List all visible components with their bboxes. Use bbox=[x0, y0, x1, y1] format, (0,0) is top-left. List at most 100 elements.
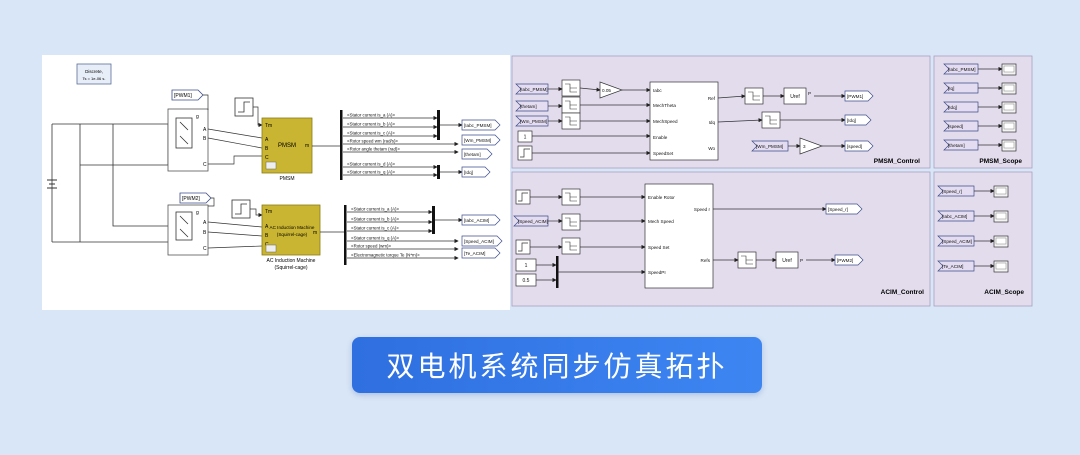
scope-0[interactable] bbox=[993, 185, 1009, 198]
goto-label: [Wm_PMSM] bbox=[464, 138, 491, 143]
scope-from-0[interactable]: [Speed_r] bbox=[937, 185, 975, 197]
goto-pwm1-out[interactable]: [PWM1] bbox=[844, 90, 874, 102]
rate-transition-3[interactable] bbox=[561, 237, 581, 255]
goto-shape bbox=[844, 114, 872, 126]
goto-pwm2[interactable]: [PWM2] bbox=[179, 192, 212, 204]
block-body bbox=[517, 145, 533, 161]
rate-transition-out[interactable] bbox=[744, 87, 764, 105]
port-1: Mech Speed bbox=[648, 219, 674, 224]
pmsm-mux-2[interactable] bbox=[437, 165, 440, 179]
rate-transition-out[interactable] bbox=[737, 251, 757, 269]
from-shape bbox=[943, 82, 979, 94]
rate-transition-2[interactable] bbox=[561, 213, 581, 231]
goto-iabc-acim[interactable]: [Iabc_ACIM] bbox=[461, 214, 501, 226]
bridge2-port-c: C bbox=[203, 246, 207, 252]
goto-pwm1[interactable]: [PWM1] bbox=[171, 89, 204, 101]
goto-idq[interactable]: [Idq] bbox=[461, 166, 491, 178]
pmsm-bus-selector[interactable] bbox=[340, 110, 343, 180]
acim-bus-selector[interactable] bbox=[344, 205, 347, 265]
goto-label: [Idq] bbox=[464, 170, 473, 175]
rate-transition-idq[interactable] bbox=[761, 111, 781, 129]
step-block[interactable] bbox=[517, 145, 533, 161]
const-ki[interactable]: 0.5 bbox=[515, 273, 537, 287]
scope-screen bbox=[1003, 141, 1015, 149]
goto-idq-out[interactable]: [Idq] bbox=[844, 114, 872, 126]
block-body bbox=[515, 189, 531, 205]
acim-block[interactable]: Tm AC Induction Machine (Squirrel-cage) … bbox=[261, 204, 321, 256]
block-body bbox=[517, 130, 533, 143]
acim-goto-group: [Iabc_ACIM] [Speed_ACIM][Te_ACIM] bbox=[435, 214, 503, 259]
from-iabc-pmsm[interactable]: [Iabc_PMSM] bbox=[515, 83, 549, 95]
wire bbox=[717, 118, 763, 123]
scope-from-2[interactable]: [Idq] bbox=[943, 101, 979, 113]
scope-from-1[interactable]: [Iabc_ACIM] bbox=[937, 210, 975, 222]
from-speed-acim[interactable]: [Speed_ACIM] bbox=[513, 215, 549, 227]
goto-wm-pmsm[interactable]: [Wm_PMSM] bbox=[461, 134, 501, 146]
pmsm-signal-3: <Rotor speed wm (rad/s)> bbox=[347, 139, 398, 144]
acim-signal-2: <Stator current is_c (A)> bbox=[351, 226, 399, 231]
inverter-bridge-2[interactable]: g A B C bbox=[167, 204, 209, 256]
uref-block[interactable]: Uref bbox=[783, 87, 807, 105]
goto-speed-out[interactable]: [speed] bbox=[844, 140, 874, 152]
scope-2[interactable] bbox=[1001, 101, 1017, 114]
pmsm-port-b: B bbox=[265, 146, 269, 152]
from-wm-pmsm[interactable]: [Wm_PMSM] bbox=[515, 115, 549, 127]
scope-1[interactable] bbox=[993, 210, 1009, 223]
from-wm-pmsm-2[interactable]: [Wm_PMSM] bbox=[751, 140, 789, 152]
p-port: P bbox=[808, 91, 811, 96]
switch-icon bbox=[565, 192, 577, 202]
pmsm-port-a: A bbox=[265, 137, 269, 143]
pmsm-mux-1[interactable] bbox=[437, 110, 440, 140]
rate-transition-3[interactable] bbox=[561, 112, 581, 130]
scope-from-3[interactable]: [Te_ACIM] bbox=[937, 260, 975, 272]
goto-pwm2-out[interactable]: [PWM2] bbox=[834, 254, 864, 266]
const-kp[interactable]: 1 bbox=[515, 258, 537, 272]
inverter-bridge-1[interactable]: g A B C bbox=[167, 108, 209, 172]
powergui-block[interactable]: Discrete, Ts = 1e-06 s. bbox=[76, 63, 112, 85]
scope-from-0[interactable]: [Iabc_PMSM] bbox=[943, 63, 979, 75]
scope-from-3[interactable]: [speed] bbox=[943, 120, 979, 132]
pmsm-controller-block[interactable]: IabcMechThetaMechSpeedEnableSpeedSetRefI… bbox=[649, 81, 719, 161]
scope-1[interactable] bbox=[1001, 82, 1017, 95]
scope-from-2[interactable]: [Speed_ACIM] bbox=[937, 235, 975, 247]
uref-block[interactable]: Uref bbox=[775, 251, 799, 269]
out-port-0: Ref bbox=[708, 96, 716, 101]
scope-3[interactable] bbox=[1001, 120, 1017, 133]
from-thetam[interactable]: [thetam] bbox=[515, 100, 549, 112]
goto-thetam[interactable]: [thetam] bbox=[461, 148, 493, 160]
scope-screen bbox=[995, 237, 1007, 245]
scope-4[interactable] bbox=[1001, 139, 1017, 152]
scope-from-4[interactable]: [thetam] bbox=[943, 139, 979, 151]
step-block-1[interactable] bbox=[234, 97, 254, 117]
pmsm-signal-5: <Stator current is_d (A)> bbox=[347, 162, 396, 167]
port-0: Enable Rotor bbox=[648, 195, 675, 200]
wire bbox=[207, 128, 263, 165]
goto-iabc-pmsm[interactable]: [Iabc_PMSM] bbox=[461, 119, 501, 131]
step-enable[interactable] bbox=[515, 189, 531, 205]
goto-speed-acim[interactable]: [Speed_ACIM] bbox=[461, 235, 503, 247]
acim-mux[interactable] bbox=[432, 206, 435, 234]
pmsm-scope-content: [Iabc_PMSM] [Iq] [Idq] [speed] [thetam] bbox=[943, 63, 1017, 152]
scope-3[interactable] bbox=[993, 260, 1009, 273]
const-block[interactable]: 1 bbox=[517, 130, 533, 143]
scope-from-1[interactable]: [Iq] bbox=[943, 82, 979, 94]
wire bbox=[253, 106, 263, 128]
goto-shape bbox=[844, 140, 874, 152]
step-block-2[interactable] bbox=[231, 199, 251, 219]
step-icon bbox=[520, 148, 530, 158]
acim-signal-1: <Stator current is_b (A)> bbox=[351, 217, 400, 222]
goto-te-acim[interactable]: [Te_ACIM] bbox=[461, 247, 501, 259]
rate-transition-1[interactable] bbox=[561, 188, 581, 206]
mux-bar[interactable] bbox=[556, 256, 559, 288]
goto-speed-r[interactable]: [Speed_r] bbox=[825, 203, 863, 215]
goto-shape bbox=[461, 166, 491, 178]
rate-transition-1[interactable] bbox=[561, 79, 581, 97]
step-speedset[interactable] bbox=[515, 239, 531, 255]
scope-0[interactable] bbox=[1001, 63, 1017, 76]
rate-transition-2[interactable] bbox=[561, 96, 581, 114]
scope-2[interactable] bbox=[993, 235, 1009, 248]
pmsm-block[interactable]: Tm PMSM m A B C bbox=[261, 117, 313, 174]
switch-icon bbox=[748, 91, 760, 101]
from-shape bbox=[937, 260, 975, 272]
